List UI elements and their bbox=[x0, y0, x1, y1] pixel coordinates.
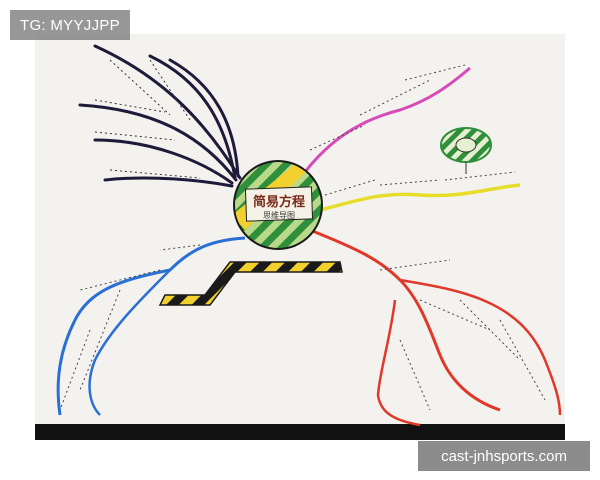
branch-magenta bbox=[303, 66, 471, 173]
branch-red bbox=[309, 228, 501, 412]
source-label: cast-jnhsports.com bbox=[418, 441, 590, 471]
branch-navy bbox=[78, 44, 242, 188]
center-title: 简易方程 bbox=[253, 194, 305, 210]
branch-navy-text bbox=[94, 59, 201, 179]
branch-yellow bbox=[319, 183, 521, 212]
center-subtitle: 思维导图 bbox=[263, 210, 295, 220]
hazard-stripe-path bbox=[158, 261, 343, 306]
watermark-tag: TG: MYYJJPP bbox=[10, 10, 130, 40]
branch-blue bbox=[56, 236, 246, 416]
